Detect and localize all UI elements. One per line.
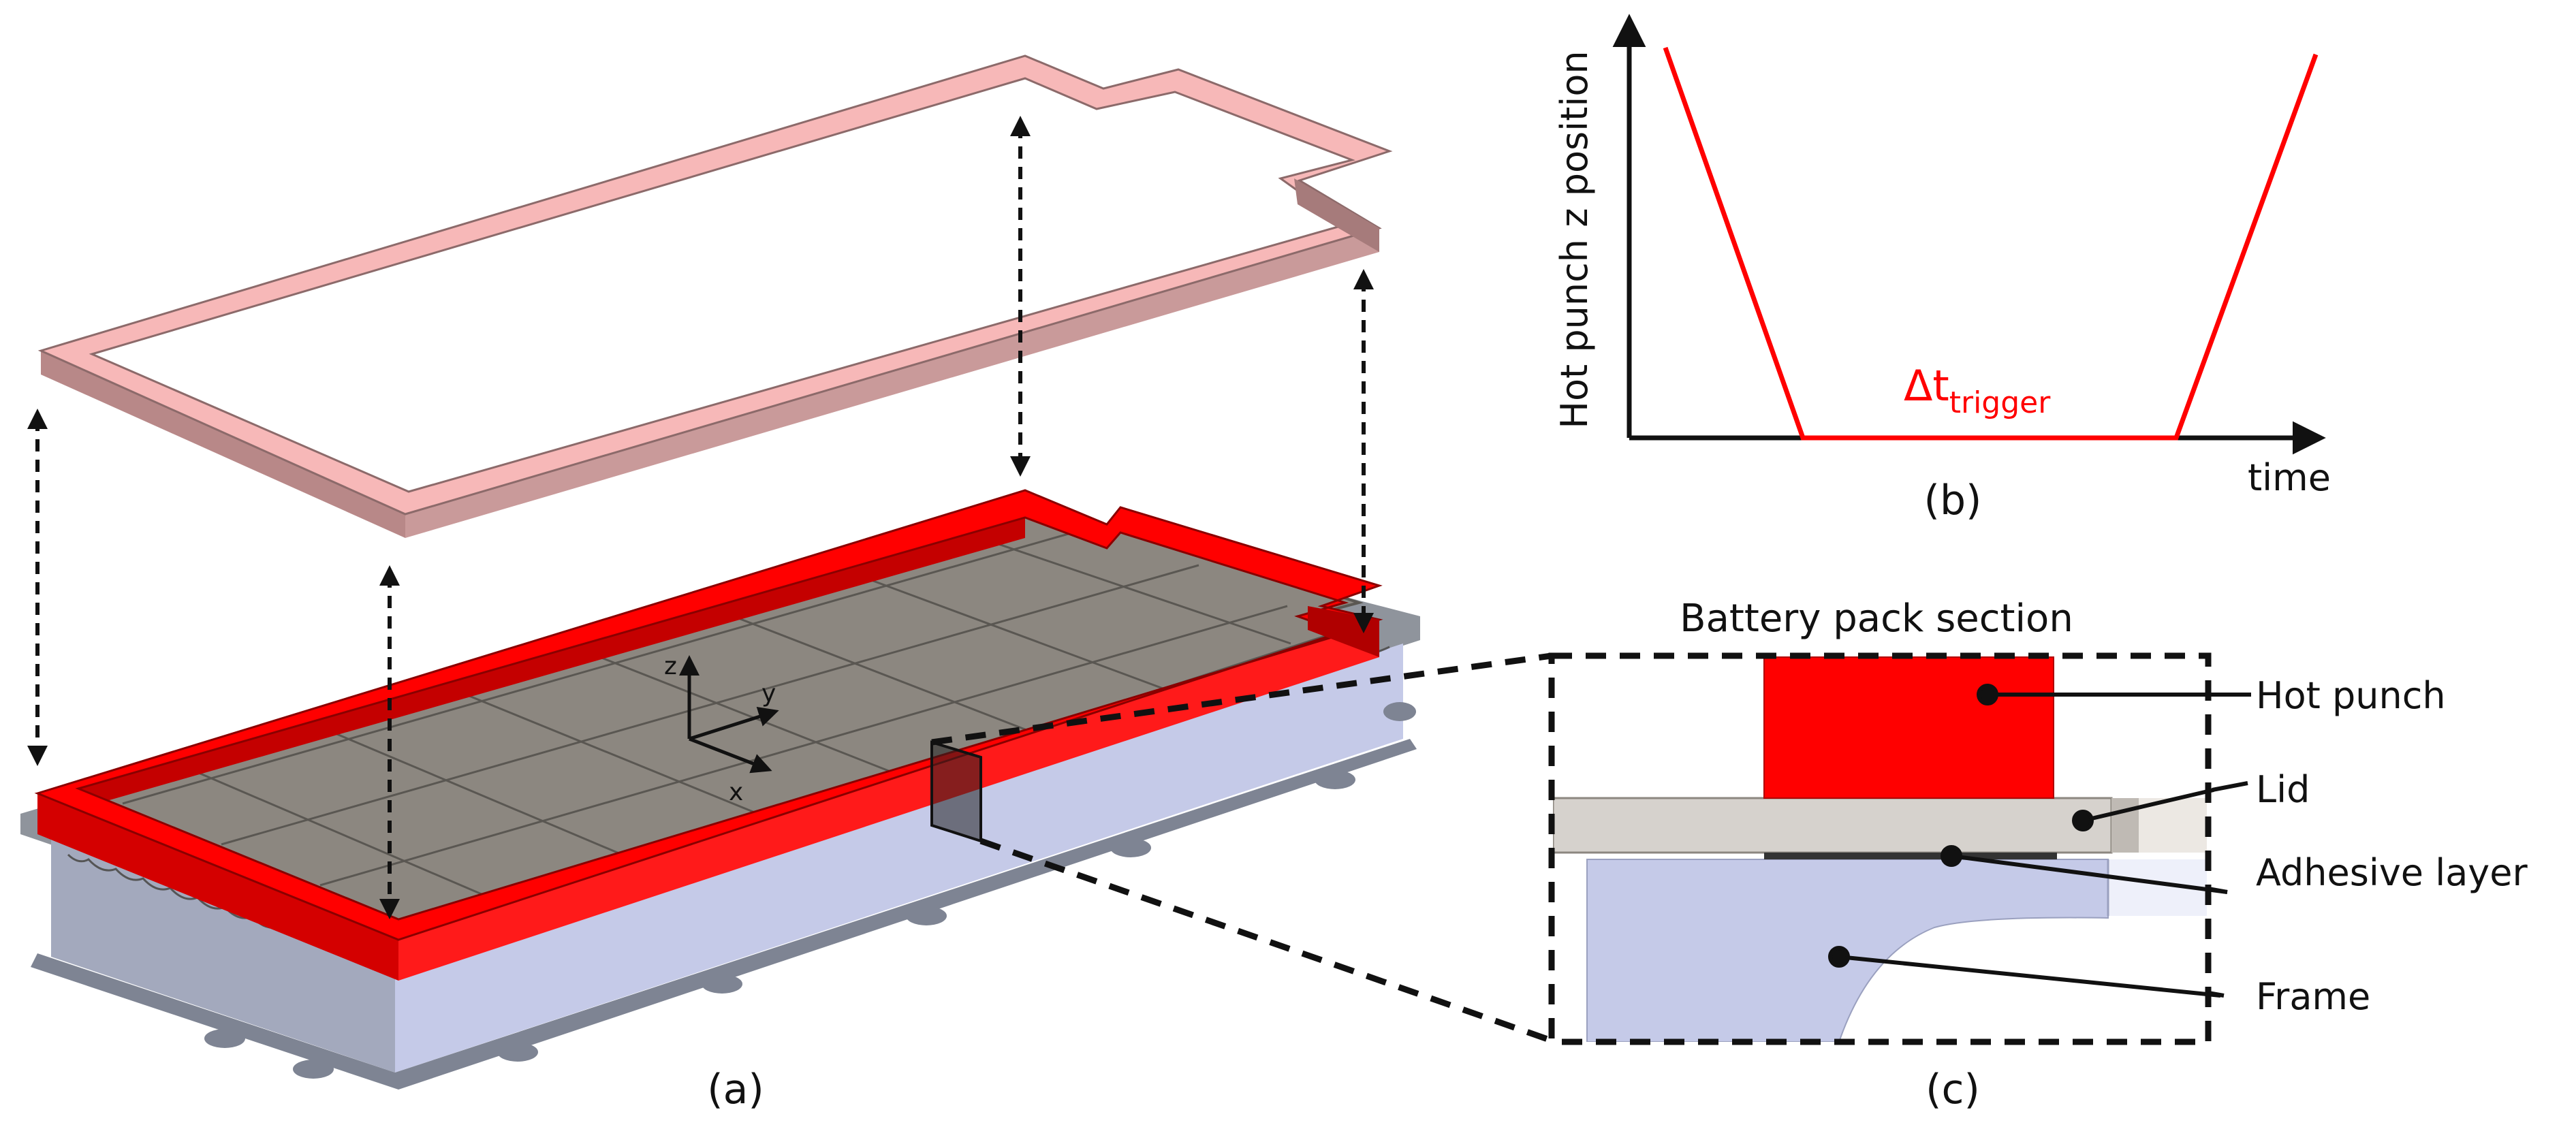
zoom-connector-lines [931, 652, 1553, 1044]
section-detail-border [1548, 652, 2212, 1045]
exploded-lid-frame [37, 54, 1393, 538]
tray-mounting-tabs [204, 702, 1416, 1079]
section-hot-punch [1763, 656, 2054, 799]
section-callout-leaders [1828, 684, 2228, 998]
hot-punch-inner-wall [78, 518, 1025, 809]
chart-punch-position-curve [1663, 46, 2319, 441]
panel-a-battery-pack: z y x (a) [20, 54, 1420, 1113]
hot-punch-long-side [398, 620, 1379, 981]
axis-label-x: x [729, 778, 743, 806]
section-adhesive-layer [1764, 853, 2057, 859]
callout-adhesive-layer: Adhesive layer [2256, 851, 2528, 894]
chart-xlabel: time [2248, 456, 2331, 499]
lid-frame-side-faces [41, 351, 405, 538]
panel-c-label: (c) [1926, 1066, 1980, 1113]
section-detail-content [1553, 656, 2207, 1042]
section-lid [1553, 797, 2113, 854]
section-cut-marker [930, 740, 982, 843]
cover-plate-module-seams [122, 526, 1291, 904]
panel-a-label: (a) [707, 1066, 764, 1113]
hot-punch-side-face [37, 793, 398, 981]
section-frame-right [2108, 859, 2207, 916]
tray-side-long [395, 644, 1403, 1073]
callout-frame: Frame [2256, 975, 2370, 1018]
lid-frame-notch-step [1294, 178, 1379, 252]
panel-b-label: (b) [1924, 477, 1982, 524]
tray-side-front [51, 834, 395, 1073]
panel-c-section-detail: Battery pack section [1548, 597, 2528, 1113]
chart-delta-label: Δttrigger [1904, 361, 2051, 420]
axis-label-y: y [761, 680, 776, 708]
chart-delta-symbol: Δt [1904, 361, 1949, 411]
hot-punch-frame [34, 489, 1383, 981]
hot-punch-top [34, 489, 1383, 941]
chart-ylabel: Hot punch z position [1553, 50, 1596, 428]
axis-label-z: z [664, 652, 677, 680]
chart-delta-subscript: trigger [1949, 385, 2051, 420]
section-title: Battery pack section [1680, 597, 2073, 641]
exploded-view-arrows [27, 116, 1374, 919]
panel-b-punch-motion-chart: Hot punch z position time Δttrigger (b) [1553, 14, 2331, 524]
lid-frame-top [37, 54, 1393, 515]
callout-hot-punch: Hot punch [2256, 674, 2446, 717]
callout-lid: Lid [2256, 768, 2310, 811]
lid-frame-outer-side [405, 228, 1379, 538]
coordinate-triad [679, 655, 779, 774]
